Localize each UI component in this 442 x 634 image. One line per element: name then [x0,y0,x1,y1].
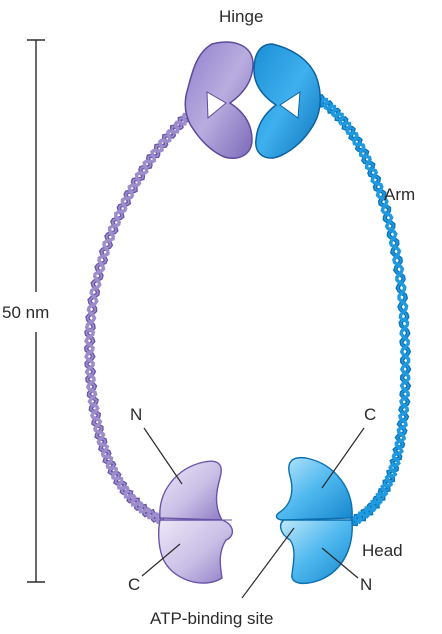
left-c-pointer [141,543,181,577]
helix-strand [312,95,410,525]
helix-strand [84,110,195,524]
left-n-terminus-label: N [130,405,142,424]
atp-binding-site-label: ATP-binding site [150,609,273,628]
hinge-domain [184,41,321,160]
left-head-c-lobe [157,519,233,584]
helix-strand [312,92,411,525]
left-head-domain [157,460,233,584]
helix-strand [85,110,193,522]
arm-label: Arm [384,185,415,204]
right-head-c-lobe [275,456,353,521]
hinge-label: Hinge [219,7,263,26]
right-n-terminus-label: N [360,575,372,594]
left-c-terminus-label: C [128,575,140,594]
left-head-n-lobe [159,460,224,521]
right-head-n-lobe [279,519,353,585]
hinge-right-notch [279,91,301,119]
scale-bar [27,39,45,583]
right-arm-coiled-coil [311,92,412,527]
left-n-pointer [143,427,183,485]
left-arm-coiled-coil [83,108,195,524]
atp-site-pointer [241,527,295,599]
right-n-pointer [321,547,359,579]
right-c-pointer [321,427,365,489]
hinge-left-notch [206,91,227,120]
right-c-terminus-label: C [364,405,376,424]
right-head-domain [275,456,354,585]
scale-label: 50 nm [2,303,49,322]
head-label: Head [362,541,403,560]
